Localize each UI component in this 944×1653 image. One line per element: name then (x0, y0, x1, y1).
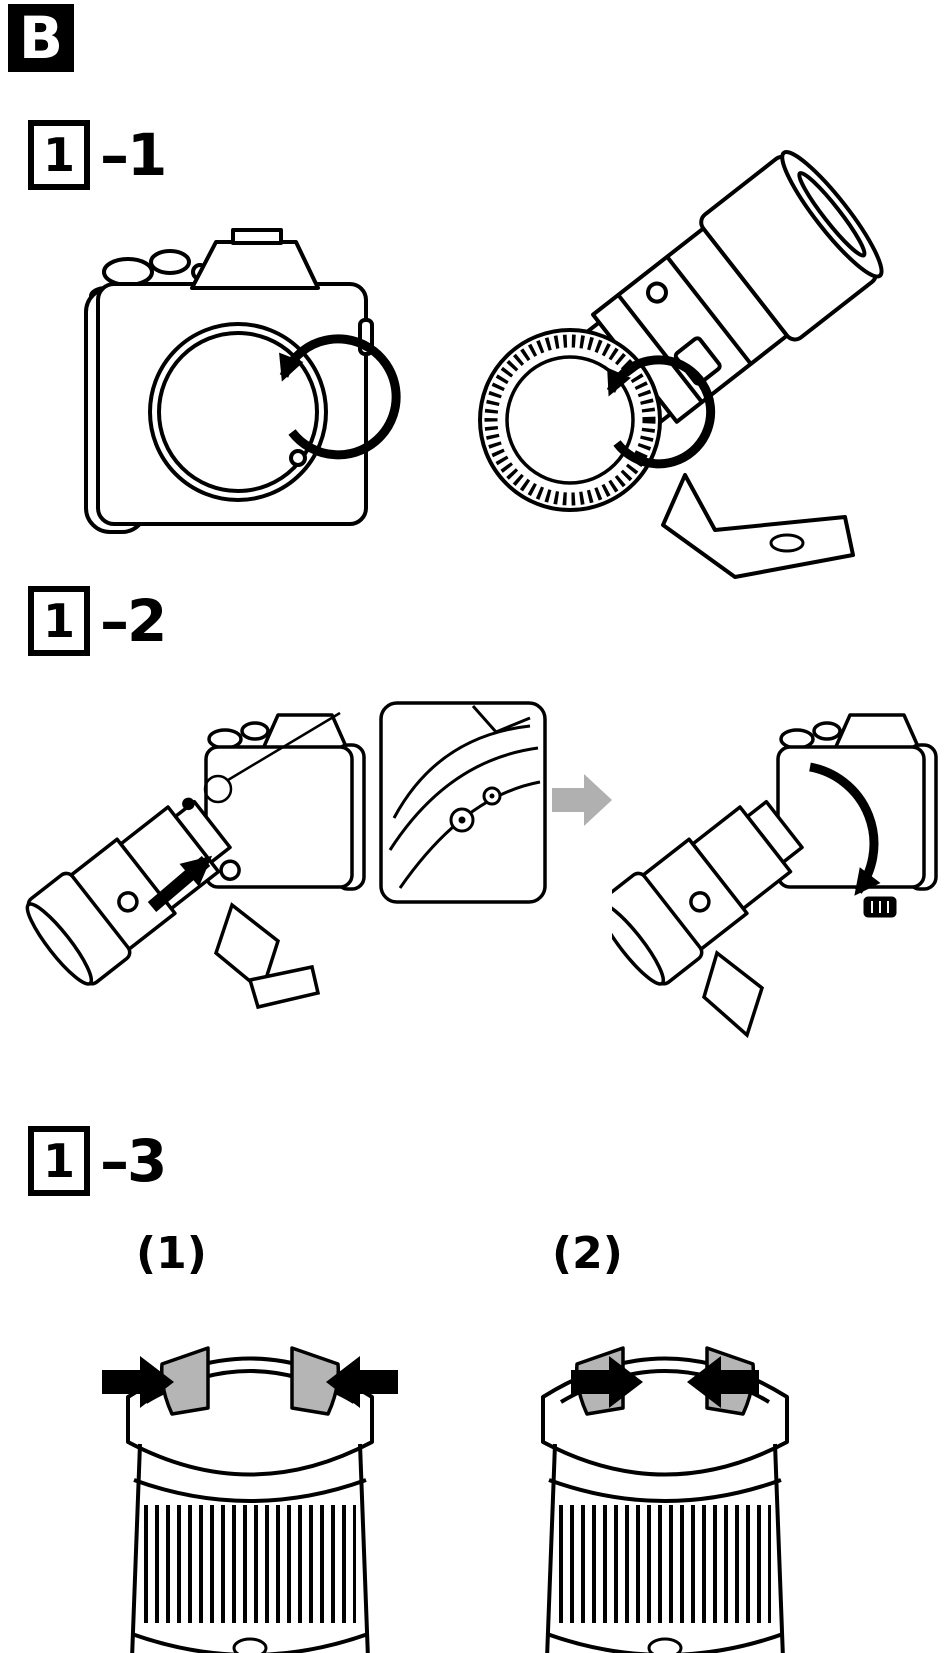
lens-knob (219, 859, 241, 881)
telephoto-lens-illustration (415, 85, 915, 585)
section-badge-label: B (18, 4, 64, 72)
front-cap (612, 902, 666, 986)
lock-lens-drawing (612, 713, 938, 1039)
focus-hold-button-icon (689, 891, 711, 913)
front-cap-drawing (102, 1346, 398, 1653)
telephoto-lens-drawing (478, 150, 884, 579)
section-badge: B (8, 4, 74, 72)
step-1-2-label: 1 –2 (28, 586, 167, 656)
tripod-foot (702, 950, 765, 1039)
camera-body (84, 228, 374, 534)
knurled-rim (484, 334, 656, 506)
attach-lens-illustration (10, 685, 380, 1050)
front-cap-drawing (541, 1346, 789, 1653)
pinch-arrow-left-icon (571, 1356, 643, 1408)
step-number-box: 1 (28, 1126, 90, 1196)
hot-shoe (231, 228, 283, 245)
front-cap-outer-pinch-illustration (100, 1292, 400, 1653)
substep-2-label: (2) (552, 1228, 623, 1279)
pinch-tabs (159, 1346, 341, 1416)
camera-body-drawing (84, 228, 401, 534)
mount-index-dot (182, 797, 195, 811)
step-suffix: –1 (100, 121, 167, 189)
rotate-counterclockwise-arrow-icon (606, 355, 716, 469)
camera-body-illustration (40, 200, 405, 570)
dial-icon (149, 249, 191, 275)
camera-body (776, 713, 938, 891)
lens-barrel (612, 799, 804, 986)
front-cap-center-pinch-illustration (515, 1292, 815, 1653)
attach-lens-drawing (25, 711, 366, 1010)
focus-hold-button-icon (646, 281, 669, 304)
pinch-arrow-right-icon (326, 1356, 398, 1408)
rotate-to-lock-arrow-icon (809, 762, 881, 896)
lens-barrel (130, 1443, 370, 1653)
lock-switch (863, 896, 897, 918)
step-suffix: –3 (100, 1127, 167, 1195)
substep-1-label: (1) (136, 1228, 207, 1279)
step-number-box: 1 (28, 586, 90, 656)
viewfinder-hump (190, 240, 320, 290)
camera-body (204, 713, 366, 891)
cap-tab (289, 449, 307, 467)
step-1-3-label: 1 –3 (28, 1126, 167, 1196)
pinch-arrow-left-icon (102, 1356, 174, 1408)
inset-frame (379, 701, 547, 904)
body-cap-inner (157, 331, 319, 493)
mode-dial-icon (102, 257, 154, 287)
camera-front (776, 745, 926, 889)
callout-circle (203, 774, 233, 804)
lens-barrel (545, 1443, 785, 1653)
tripod-foot (661, 473, 855, 579)
lock-lens-illustration (612, 685, 944, 1050)
front-cap (25, 902, 94, 986)
step-suffix: –2 (100, 587, 167, 655)
mount-index-inset (378, 700, 548, 905)
step-number-box: 1 (28, 120, 90, 190)
focus-hold-button-icon (117, 891, 139, 913)
step-1-1-label: 1 –1 (28, 120, 167, 190)
mount-index-drawing (379, 701, 547, 904)
rear-lens-cap (478, 328, 716, 512)
transition-arrow-icon (552, 772, 614, 828)
insert-arrow-icon (147, 855, 213, 912)
callout-leader-line (227, 711, 341, 782)
rotate-counterclockwise-arrow-icon (279, 334, 401, 460)
pinch-arrow-right-icon (687, 1356, 759, 1408)
